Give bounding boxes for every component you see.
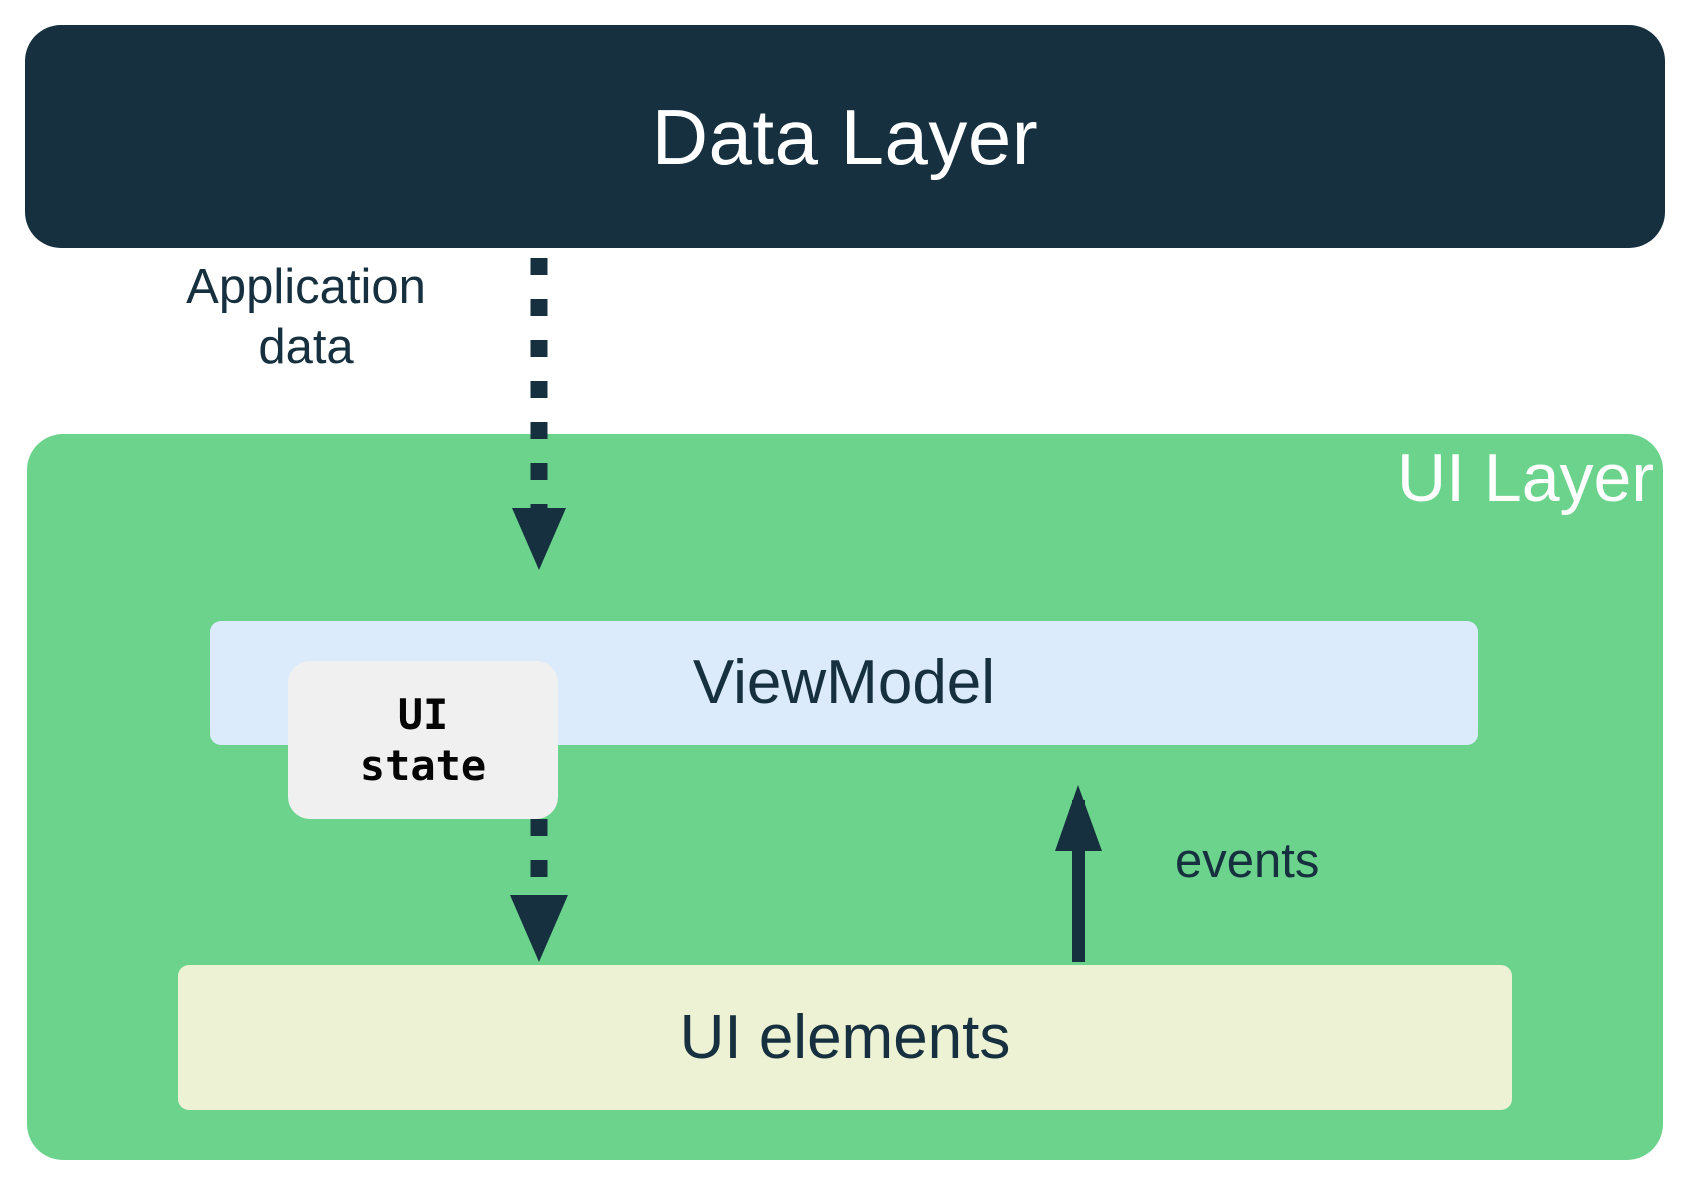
ui-state-label-line2: state [359, 741, 487, 790]
ui-state-label-line1: UI [397, 689, 449, 739]
ui-layer-label: UI Layer [1397, 440, 1654, 516]
application-data-label: Application data [150, 258, 462, 378]
application-data-label-line1: Application [186, 260, 426, 314]
data-layer-box: Data Layer [25, 25, 1665, 248]
ui-elements-box: UI elements [178, 965, 1512, 1110]
ui-elements-label: UI elements [679, 1002, 1011, 1072]
application-data-label-line2: data [258, 319, 354, 374]
ui-state-chip: UI state [288, 661, 558, 819]
viewmodel-label: ViewModel [692, 648, 996, 717]
data-layer-label: Data Layer [651, 92, 1039, 181]
events-label: events [1175, 834, 1320, 888]
